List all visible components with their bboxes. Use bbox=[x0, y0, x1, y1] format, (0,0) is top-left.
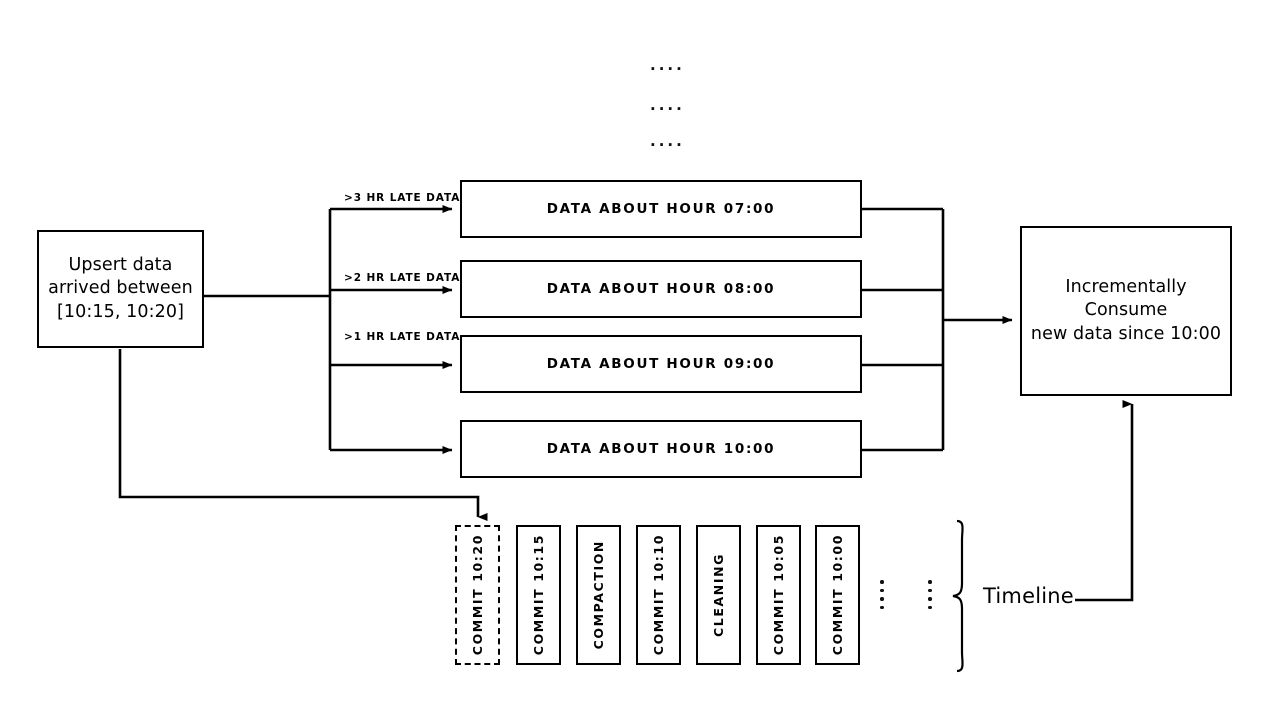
incremental-consume-box[interactable]: Incrementally Consume new data since 10:… bbox=[1020, 226, 1232, 396]
dot bbox=[928, 580, 932, 584]
commit-label: COMPACTION bbox=[591, 540, 606, 650]
partition-box-hour-08[interactable]: DATA ABOUT HOUR 08:00 bbox=[460, 260, 862, 318]
commit-label: COMMIT 10:00 bbox=[830, 534, 845, 656]
partition-label: DATA ABOUT HOUR 10:00 bbox=[546, 441, 776, 457]
ellipsis-row-1: .... bbox=[650, 56, 685, 74]
timeline-compaction[interactable]: COMPACTION bbox=[576, 525, 621, 665]
commit-label: CLEANING bbox=[711, 553, 726, 637]
timeline-brace bbox=[952, 519, 964, 673]
partition-label: DATA ABOUT HOUR 08:00 bbox=[546, 281, 776, 297]
dot bbox=[880, 580, 884, 584]
dot bbox=[880, 597, 884, 601]
upsert-line-3: [10:15, 10:20] bbox=[56, 301, 185, 322]
partition-box-hour-07[interactable]: DATA ABOUT HOUR 07:00 bbox=[460, 180, 862, 238]
dot bbox=[928, 588, 932, 592]
commit-label: COMMIT 10:20 bbox=[470, 534, 485, 656]
edge-label-late-1hr: >1 HR LATE DATA bbox=[344, 331, 461, 343]
edge-source-to-commit bbox=[118, 349, 488, 522]
consume-line-1: Incrementally Consume bbox=[1065, 276, 1187, 321]
timeline-cleaning[interactable]: CLEANING bbox=[696, 525, 741, 665]
upsert-data-box[interactable]: Upsert data arrived between [10:15, 10:2… bbox=[37, 230, 204, 348]
partition-box-hour-10[interactable]: DATA ABOUT HOUR 10:00 bbox=[460, 420, 862, 478]
edge-label-late-3hr: >3 HR LATE DATA bbox=[344, 192, 461, 204]
dot bbox=[928, 605, 932, 609]
timeline-commit-10-05[interactable]: COMMIT 10:05 bbox=[756, 525, 801, 665]
timeline-commit-10-00[interactable]: COMMIT 10:00 bbox=[815, 525, 860, 665]
ellipsis-row-3: .... bbox=[650, 132, 685, 150]
dot bbox=[880, 605, 884, 609]
upsert-line-2: arrived between bbox=[48, 278, 193, 299]
timeline-commit-10-20[interactable]: COMMIT 10:20 bbox=[455, 525, 500, 665]
dot bbox=[928, 597, 932, 601]
dot bbox=[880, 588, 884, 592]
timeline-commit-10-10[interactable]: COMMIT 10:10 bbox=[636, 525, 681, 665]
timeline-commit-10-15[interactable]: COMMIT 10:15 bbox=[516, 525, 561, 665]
ellipsis-row-2: .... bbox=[650, 96, 685, 114]
edge-timeline-to-consumer bbox=[1075, 399, 1134, 602]
commit-label: COMMIT 10:15 bbox=[531, 534, 546, 656]
timeline-ellipsis-left bbox=[879, 580, 885, 609]
edge-label-late-2hr: >2 HR LATE DATA bbox=[344, 272, 461, 284]
upsert-line-1: Upsert data bbox=[68, 254, 173, 275]
commit-label: COMMIT 10:10 bbox=[651, 534, 666, 656]
consume-line-2: new data since 10:00 bbox=[1030, 323, 1222, 344]
commit-label: COMMIT 10:05 bbox=[771, 534, 786, 656]
partition-box-hour-09[interactable]: DATA ABOUT HOUR 09:00 bbox=[460, 335, 862, 393]
timeline-bracket-label: Timeline bbox=[983, 584, 1074, 608]
partition-label: DATA ABOUT HOUR 07:00 bbox=[546, 201, 776, 217]
timeline-ellipsis-right bbox=[927, 580, 933, 609]
partition-label: DATA ABOUT HOUR 09:00 bbox=[546, 356, 776, 372]
